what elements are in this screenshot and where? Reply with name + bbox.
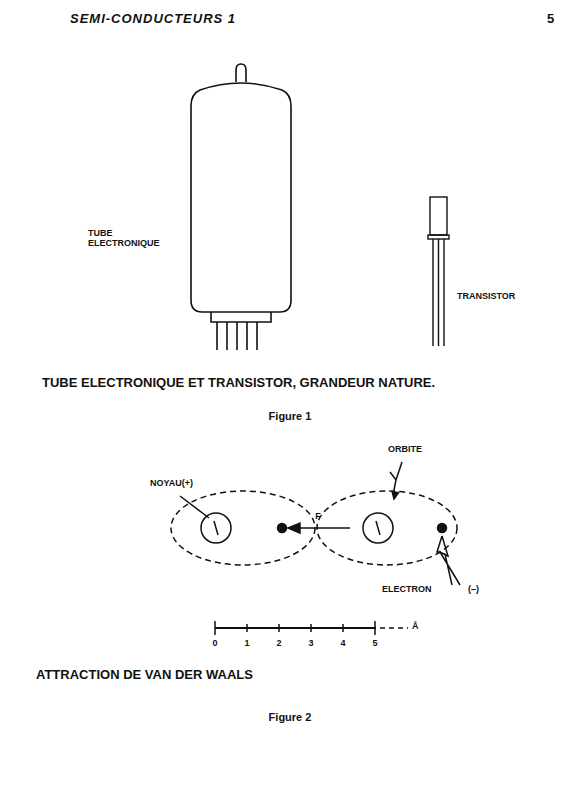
- scale-number: 5: [372, 638, 377, 648]
- scale-number: 0: [212, 638, 217, 648]
- figure-caption: ATTRACTION DE VAN DER WAALS: [36, 668, 253, 683]
- part-label: NOYAU(+): [150, 478, 193, 488]
- part-label: TRANSISTOR: [457, 291, 515, 301]
- figure-caption: TUBE ELECTRONIQUE ET TRANSISTOR, GRANDEU…: [42, 376, 435, 391]
- part-label: (–): [468, 584, 479, 594]
- atoms: [171, 462, 460, 635]
- transistor-symbol: [428, 197, 449, 346]
- page-header: SEMI-CONDUCTEURS 1: [70, 12, 236, 27]
- part-label: TUBE ELECTRONIQUE: [88, 228, 158, 249]
- scale-number: 4: [340, 638, 345, 648]
- vacuum-tube: [191, 64, 291, 350]
- figure-number: Figure 1: [269, 410, 312, 423]
- scale-number: 3: [308, 638, 313, 648]
- scale-number: 2: [276, 638, 281, 648]
- part-label: ORBITE: [388, 444, 422, 454]
- figure-number: Figure 2: [269, 711, 312, 724]
- unit-label: Å: [412, 621, 419, 631]
- force-label: F: [315, 511, 321, 521]
- part-label: ELECTRON: [382, 584, 432, 594]
- scale-number: 1: [244, 638, 249, 648]
- page-number: 5: [547, 12, 554, 27]
